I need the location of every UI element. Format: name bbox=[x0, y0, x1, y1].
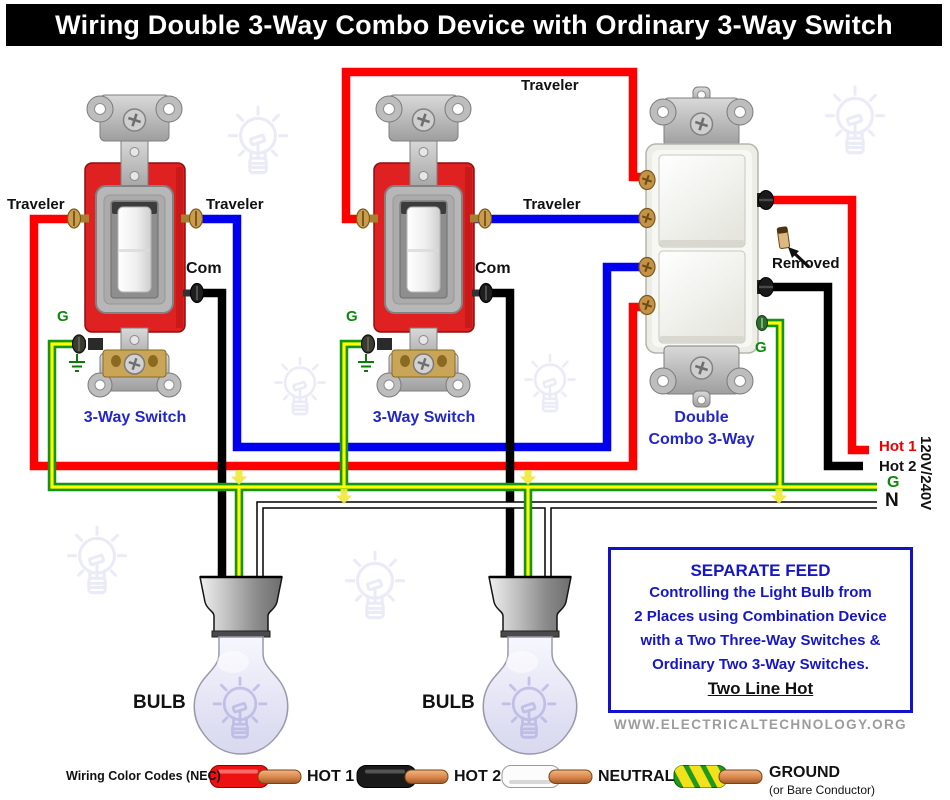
traveler-label-mid-switch: Traveler bbox=[523, 196, 581, 213]
traveler-screw-right bbox=[181, 208, 204, 229]
info-box-line: 2 Places using Combination Device bbox=[634, 608, 887, 625]
mounting-screw bbox=[123, 353, 146, 375]
mounting-screw bbox=[122, 108, 147, 132]
info-box-line: Controlling the Light Bulb from bbox=[649, 584, 872, 601]
rocker-bottom bbox=[658, 250, 746, 344]
com-wire-mid bbox=[489, 288, 515, 584]
voltage-label: 120V/240V bbox=[917, 436, 934, 511]
hot2-label: Hot 2 bbox=[879, 458, 917, 475]
removed-label: Removed bbox=[772, 255, 840, 272]
bulb-assembly bbox=[193, 575, 289, 755]
legend-hot2-label: HOT 2 bbox=[454, 768, 502, 785]
title-bar: Wiring Double 3-Way Combo Device with Or… bbox=[6, 4, 942, 46]
ground-label-mid-switch: G bbox=[346, 308, 358, 325]
traveler-screw-left bbox=[66, 208, 89, 229]
info-box-title: SEPARATE FEED bbox=[690, 561, 831, 580]
double-combo-device bbox=[638, 86, 774, 408]
legend-hot2-wire bbox=[356, 765, 449, 788]
earth-symbol bbox=[69, 354, 85, 372]
legend-wires bbox=[209, 765, 763, 788]
junction-arrow bbox=[231, 470, 247, 485]
info-box-line: with a Two Three-Way Switches & bbox=[640, 632, 881, 649]
combo-name-line2: Combo 3-Way bbox=[648, 431, 755, 448]
hot1-wire bbox=[770, 195, 869, 455]
hot2-wire bbox=[770, 282, 863, 471]
page-title: Wiring Double 3-Way Combo Device with Or… bbox=[55, 9, 893, 40]
ground-wire-green bbox=[47, 318, 877, 584]
com-label-left-switch: Com bbox=[186, 260, 222, 277]
mounting-screw bbox=[689, 112, 714, 136]
combo-device-name: Double Combo 3-Way bbox=[631, 407, 772, 451]
com-label-mid-switch: Com bbox=[475, 260, 511, 277]
bulb2-label: BULB bbox=[422, 692, 475, 713]
red-traveler-wire-left bbox=[29, 214, 644, 471]
legend-hot1-label: HOT 1 bbox=[307, 768, 355, 785]
legend-ground-note: (or Bare Conductor) bbox=[769, 783, 876, 797]
hot-terminal-screws bbox=[757, 190, 774, 297]
traveler-label-left-switch-right: Traveler bbox=[206, 196, 264, 213]
rocker-top bbox=[658, 154, 746, 248]
three-way-switch bbox=[66, 94, 205, 398]
ground-wire-yellow bbox=[50, 321, 877, 584]
legend-ground-label: GROUND bbox=[769, 764, 841, 781]
junction-arrow bbox=[336, 489, 352, 504]
legend-caption: Wiring Color Codes (NEC) bbox=[66, 769, 221, 783]
removed-arrow bbox=[791, 250, 811, 269]
legend-ground-wire bbox=[673, 765, 763, 788]
neutral-supply-label: N bbox=[885, 490, 899, 511]
neutral-wire-core bbox=[257, 502, 877, 584]
junction-arrow bbox=[771, 489, 787, 504]
brass-terminal-screws bbox=[638, 169, 656, 316]
legend-neutral-label: NEUTRAL bbox=[598, 768, 675, 785]
website-watermark: WWW.ELECTRICALTECHNOLOGY.ORG bbox=[613, 717, 908, 732]
blue-traveler-wire-left bbox=[198, 214, 644, 452]
hot1-label: Hot 1 bbox=[879, 438, 917, 455]
combo-name-line1: Double bbox=[674, 409, 729, 426]
ground-supply-label: G bbox=[887, 474, 900, 491]
com-screw bbox=[183, 282, 205, 304]
info-box-line: Ordinary Two 3-Way Switches. bbox=[652, 656, 869, 673]
bulb-glass bbox=[193, 636, 289, 755]
mounting-screw bbox=[689, 356, 714, 380]
left-switch-name: 3-Way Switch bbox=[83, 409, 187, 426]
removed-tab bbox=[776, 226, 811, 269]
lamp-socket bbox=[199, 576, 283, 634]
info-box-footnote: Two Line Hot bbox=[707, 679, 814, 698]
com-wire-left bbox=[200, 288, 227, 584]
traveler-label-left-switch-left: Traveler bbox=[7, 196, 65, 213]
ground-label-left-switch: G bbox=[57, 308, 69, 325]
bulb-assembly-2 bbox=[483, 577, 577, 754]
junction-arrows bbox=[231, 470, 787, 504]
junction-arrow bbox=[520, 470, 536, 485]
separate-feed-box: SEPARATE FEED Controlling the Light Bulb… bbox=[608, 547, 913, 713]
red-traveler-wire-top bbox=[341, 67, 644, 224]
mid-switch-name: 3-Way Switch bbox=[372, 409, 476, 426]
ground-terminal-screw bbox=[756, 315, 768, 331]
legend-hot1-wire bbox=[209, 765, 302, 788]
wires bbox=[29, 67, 877, 584]
traveler-label-top: Traveler bbox=[521, 77, 579, 94]
bulb1-label: BULB bbox=[133, 692, 186, 713]
legend-neutral-wire bbox=[501, 765, 593, 788]
ground-screw bbox=[71, 334, 103, 354]
ground-label-combo: G bbox=[755, 339, 767, 356]
three-way-switch-middle bbox=[355, 93, 494, 399]
